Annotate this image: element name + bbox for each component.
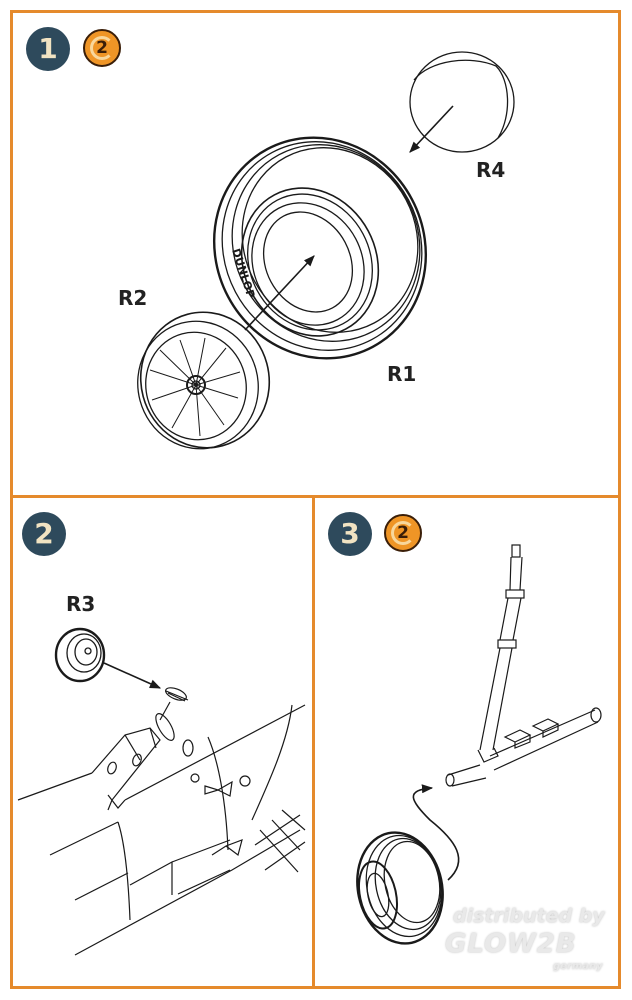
watermark-logo: GLOW2B <box>445 929 577 959</box>
part-label-r2: R2 <box>118 286 148 310</box>
repeat-icon <box>391 521 415 545</box>
tire-marking: DUNLOP <box>229 247 257 300</box>
step-2-panel <box>10 495 315 989</box>
step-3-badge: 3 <box>328 512 372 556</box>
part-label-r1: R1 <box>387 362 417 386</box>
part-label-r3: R3 <box>66 592 96 616</box>
step-1-panel <box>10 10 621 498</box>
part-r2-wheel <box>137 311 271 450</box>
arrow-r2-to-r1 <box>244 255 315 331</box>
watermark-line-1: distributed by <box>453 905 605 927</box>
part-r4-hubcap <box>409 51 515 153</box>
fuselage-tail-section <box>17 687 306 956</box>
arrow-r4-to-r1 <box>409 105 454 153</box>
part-label-r4: R4 <box>476 158 506 182</box>
part-r1-tire: DUNLOP <box>212 136 428 360</box>
distributor-watermark: distributed by GLOW2B germany <box>445 905 615 975</box>
main-gear-leg <box>445 544 602 787</box>
step-2-badge: 2 <box>22 512 66 556</box>
arrow-wheel-to-axle <box>412 784 460 881</box>
step-1-repeat-badge: 2 <box>83 29 121 67</box>
step-3-repeat-badge: 2 <box>384 514 422 552</box>
repeat-icon <box>90 36 114 60</box>
arrow-r3-to-axle <box>103 662 162 689</box>
part-r3-tailwheel <box>54 627 106 683</box>
watermark-line-3: germany <box>553 961 603 972</box>
main-wheel <box>356 831 444 945</box>
step-1-badge: 1 <box>26 27 70 71</box>
